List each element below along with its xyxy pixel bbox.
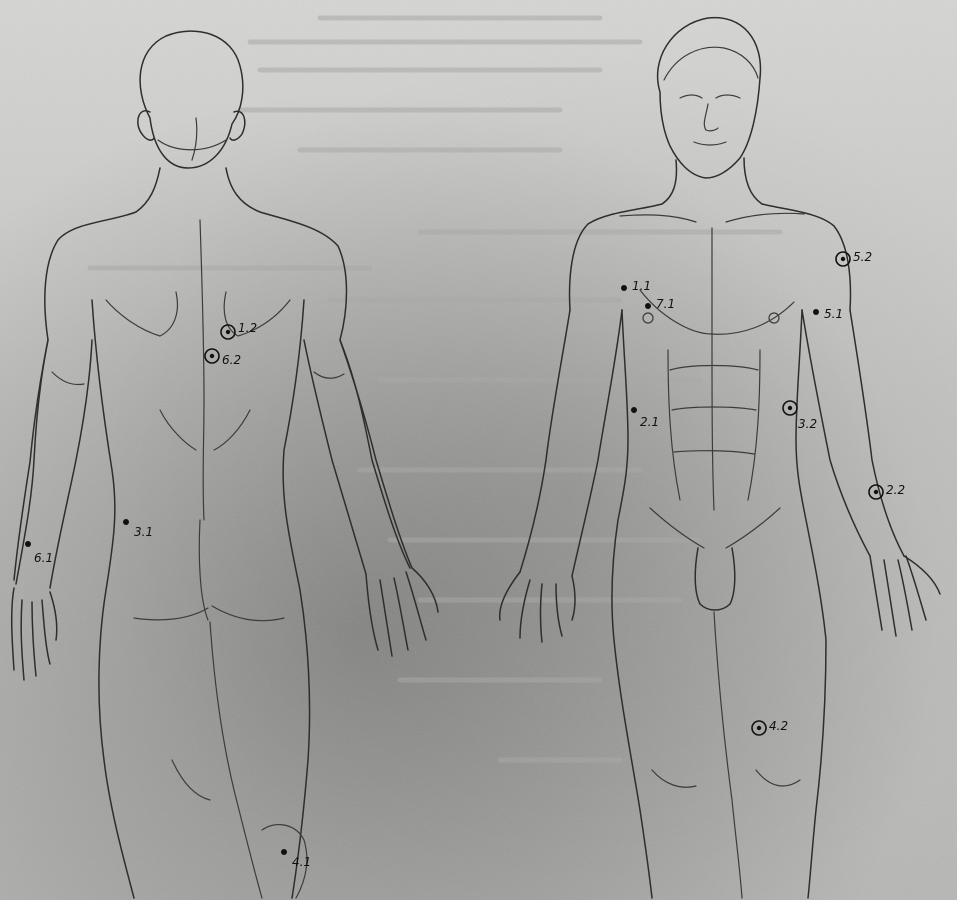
wound-marker-label: 2.2 — [886, 483, 905, 497]
wound-marker-label: 4.2 — [769, 719, 788, 733]
wound-marker-dot — [631, 407, 637, 413]
wound-marker-dot — [25, 541, 31, 547]
wound-marker-label: 4.1 — [292, 855, 311, 869]
wound-marker-dot — [813, 309, 819, 315]
wound-marker-label: 1.1 — [632, 279, 651, 293]
wound-marker-dot — [123, 519, 129, 525]
wound-marker-dot — [645, 303, 651, 309]
wound-marker-dot — [226, 330, 230, 334]
wound-marker-label: 6.2 — [222, 353, 241, 367]
wound-marker-label: 3.2 — [798, 417, 817, 431]
wound-marker-dot — [841, 257, 845, 261]
wound-marker-dot — [281, 849, 287, 855]
wound-marker-label: 5.1 — [824, 307, 843, 321]
wound-marker-dot — [621, 285, 627, 291]
wound-marker-dot — [210, 354, 214, 358]
wound-marker-label: 3.1 — [134, 525, 153, 539]
wound-marker-dot — [757, 726, 761, 730]
wound-marker-dot — [788, 406, 792, 410]
wound-marker-label: 7.1 — [656, 297, 675, 311]
wound-marker-label: 2.1 — [640, 415, 659, 429]
wound-marker-label: 1.2 — [238, 321, 257, 335]
wound-marker-label: 5.2 — [853, 250, 872, 264]
wound-marker-dot — [874, 490, 878, 494]
wound-marker-label: 6.1 — [34, 551, 53, 565]
